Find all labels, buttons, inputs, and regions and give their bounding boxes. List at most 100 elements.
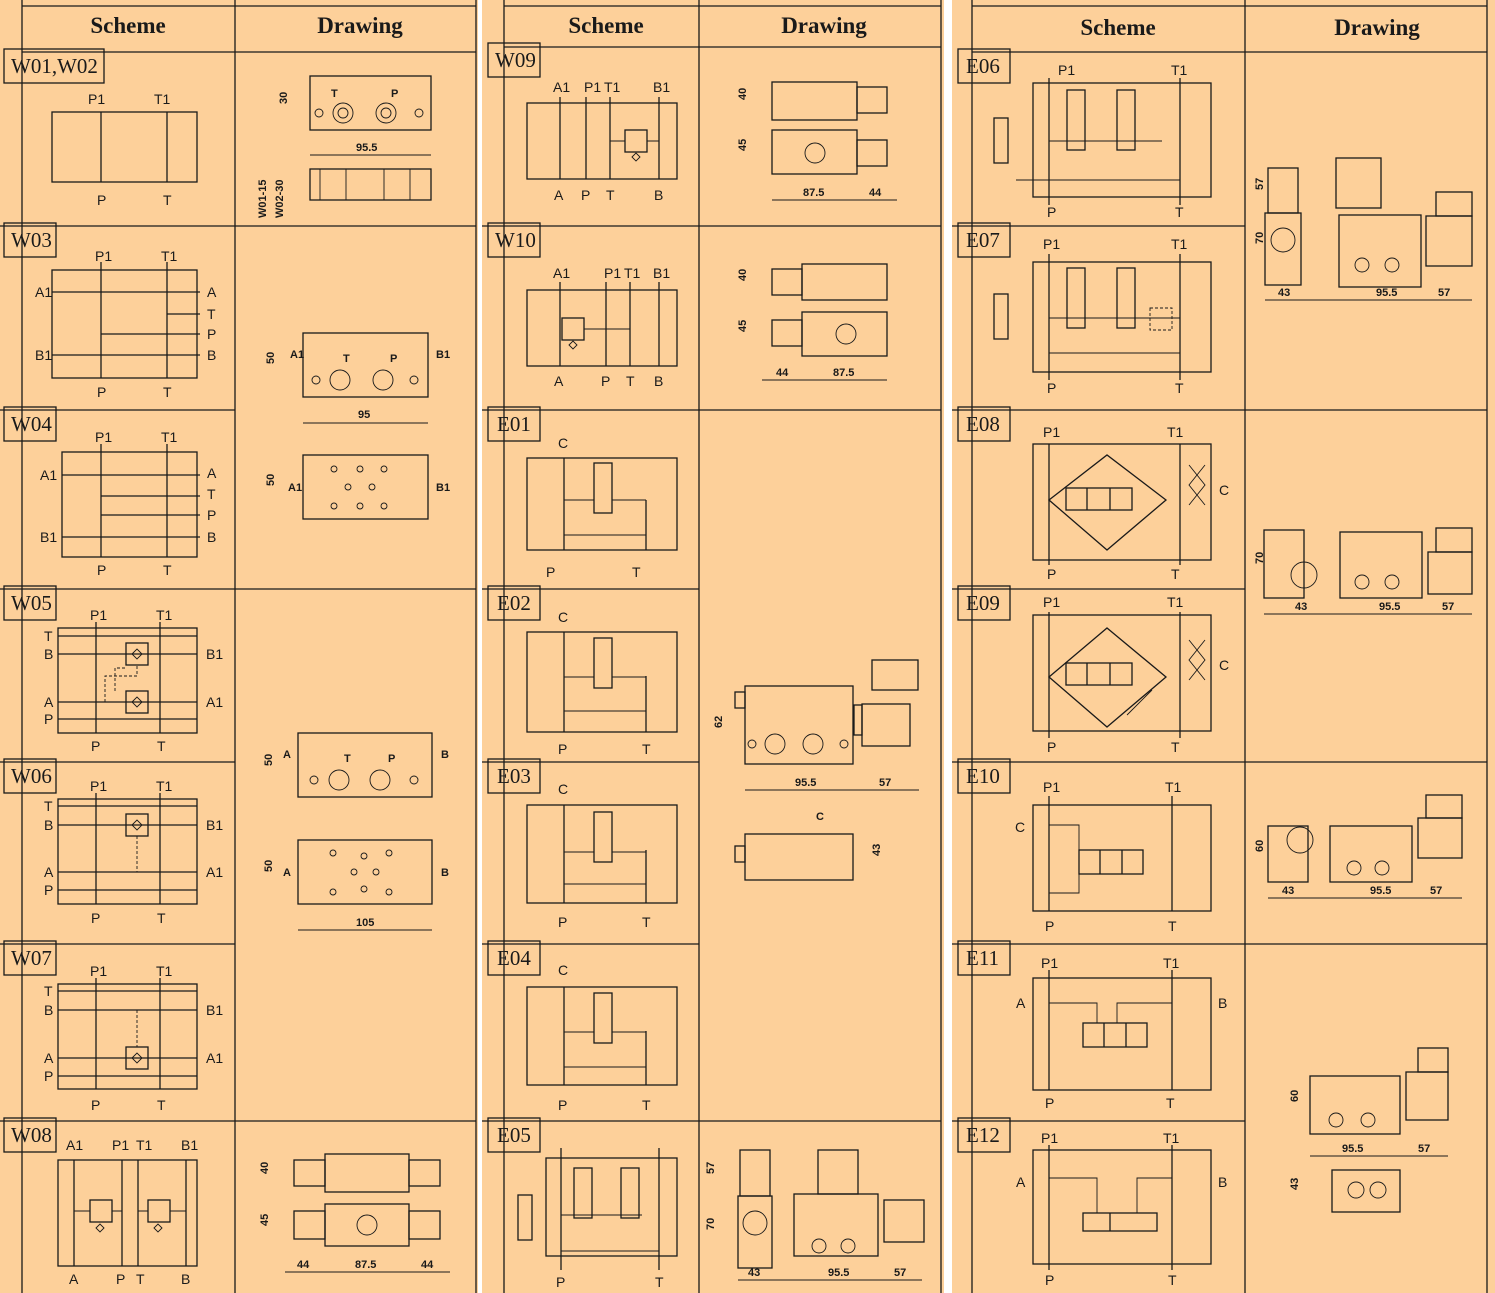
svg-text:A1: A1 [40, 467, 57, 483]
svg-text:T: T [642, 1097, 651, 1113]
svg-text:P: P [558, 741, 567, 757]
svg-text:P: P [558, 1097, 567, 1113]
svg-text:A1: A1 [553, 265, 570, 281]
svg-text:P1: P1 [90, 607, 107, 623]
svg-text:A1: A1 [290, 349, 304, 361]
scheme-w01: P1 T1 P T [51, 91, 198, 208]
svg-text:T: T [344, 753, 351, 765]
scheme-e07: P1 T1 P T [993, 236, 1212, 396]
svg-text:57: 57 [705, 1162, 717, 1174]
svg-text:87.5: 87.5 [803, 187, 824, 199]
svg-text:A: A [207, 465, 217, 481]
svg-text:A1: A1 [553, 79, 570, 95]
drawing-e05: 57 70 43 95.5 57 [705, 1149, 925, 1281]
svg-text:P1: P1 [1041, 1130, 1058, 1146]
svg-text:60: 60 [1289, 1090, 1301, 1102]
svg-text:C: C [1219, 482, 1229, 498]
svg-text:95.5: 95.5 [1370, 885, 1391, 897]
svg-text:T1: T1 [161, 429, 178, 445]
svg-text:95.5: 95.5 [1376, 287, 1397, 299]
svg-text:30: 30 [278, 92, 290, 104]
svg-text:70: 70 [705, 1218, 717, 1230]
svg-text:50: 50 [265, 352, 277, 364]
scheme-header: Scheme [90, 13, 165, 38]
svg-text:B: B [44, 817, 53, 833]
scheme-header: Scheme [568, 13, 643, 38]
svg-text:B1: B1 [653, 265, 670, 281]
svg-text:T: T [207, 306, 216, 322]
svg-text:P1: P1 [584, 79, 601, 95]
svg-text:A: A [283, 867, 291, 879]
drawing-header: Drawing [1334, 15, 1420, 40]
code-label: E05 [497, 1123, 531, 1147]
svg-text:B1: B1 [653, 79, 670, 95]
svg-text:P1: P1 [1041, 955, 1058, 971]
code-label: W04 [11, 412, 52, 436]
drawing-e10: 60 43 95.5 57 [1254, 794, 1463, 899]
svg-text:A: A [69, 1271, 79, 1287]
svg-text:T: T [1175, 380, 1184, 396]
scheme-w05: P1 T1 T B A P B1 A1 P T [44, 607, 223, 754]
svg-text:T: T [1171, 739, 1180, 755]
svg-text:T: T [157, 1097, 166, 1113]
svg-text:P: P [391, 88, 398, 100]
svg-text:95.5: 95.5 [1342, 1143, 1363, 1155]
svg-text:T: T [1171, 566, 1180, 582]
scheme-e12: P1 T1 A B P T [1016, 1130, 1227, 1288]
svg-text:95: 95 [358, 409, 370, 421]
svg-text:P: P [1045, 1095, 1054, 1111]
svg-text:44: 44 [776, 367, 789, 379]
svg-text:P: P [1047, 566, 1056, 582]
svg-text:P: P [1047, 380, 1056, 396]
svg-text:A: A [44, 694, 54, 710]
svg-text:87.5: 87.5 [355, 1259, 376, 1271]
scheme-e02: C P T [526, 609, 678, 757]
svg-text:T: T [331, 88, 338, 100]
svg-text:P: P [116, 1271, 125, 1287]
code-label: W06 [11, 764, 52, 788]
svg-text:P: P [546, 564, 555, 580]
svg-text:B1: B1 [436, 349, 450, 361]
svg-text:T: T [1166, 1095, 1175, 1111]
code-label: E11 [966, 946, 999, 970]
svg-text:P1: P1 [1043, 236, 1060, 252]
svg-text:T1: T1 [1167, 594, 1184, 610]
svg-text:A: A [44, 1050, 54, 1066]
svg-text:P: P [1045, 918, 1054, 934]
svg-text:62: 62 [713, 716, 725, 728]
code-label: E01 [497, 412, 531, 436]
svg-text:A: A [1016, 995, 1026, 1011]
svg-text:43: 43 [871, 844, 883, 856]
scheme-e08: P1 T1 C P T [1032, 424, 1229, 582]
svg-text:B1: B1 [40, 529, 57, 545]
code-label: W05 [11, 591, 52, 615]
svg-text:T1: T1 [156, 963, 173, 979]
svg-text:P1: P1 [604, 265, 621, 281]
svg-text:A1: A1 [35, 284, 52, 300]
svg-text:57: 57 [894, 1267, 906, 1279]
svg-text:T: T [642, 741, 651, 757]
svg-text:C: C [558, 435, 568, 451]
svg-text:T: T [44, 798, 53, 814]
svg-text:B1: B1 [206, 646, 223, 662]
svg-text:A1: A1 [206, 1050, 223, 1066]
svg-text:T: T [157, 738, 166, 754]
svg-text:B: B [181, 1271, 190, 1287]
svg-text:P: P [91, 1097, 100, 1113]
svg-text:P: P [1047, 204, 1056, 220]
svg-text:T: T [44, 983, 53, 999]
svg-text:P: P [558, 914, 567, 930]
svg-text:P: P [97, 562, 106, 578]
svg-text:P1: P1 [1043, 424, 1060, 440]
svg-text:C: C [558, 609, 568, 625]
svg-text:45: 45 [737, 139, 749, 151]
scheme-w07: P1 T1 T B A P B1 A1 P T [44, 963, 223, 1113]
svg-text:P: P [390, 353, 397, 365]
svg-text:P: P [44, 882, 53, 898]
svg-text:T1: T1 [1165, 779, 1182, 795]
svg-text:44: 44 [297, 1259, 310, 1271]
svg-text:43: 43 [1289, 1178, 1301, 1190]
svg-text:P1: P1 [88, 91, 105, 107]
